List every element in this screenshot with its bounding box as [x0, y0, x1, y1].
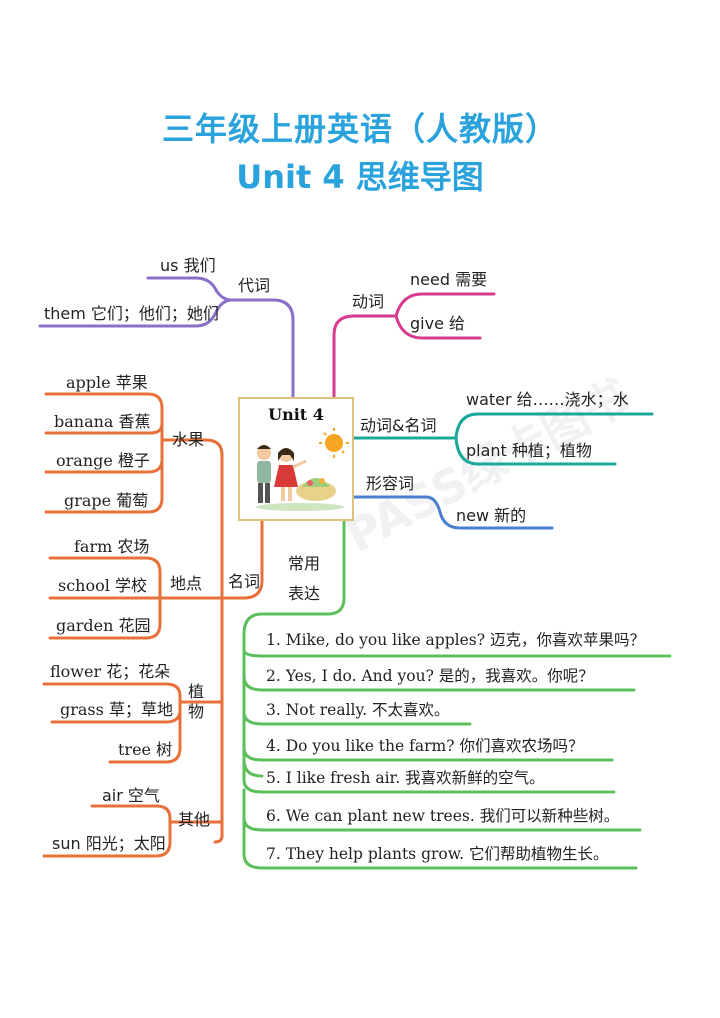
- page-subtitle: Unit 4 思维导图: [236, 158, 484, 196]
- word-tree: tree 树: [118, 740, 173, 759]
- noun-branch-lines: [42, 392, 264, 858]
- center-title: Unit 4: [268, 405, 324, 424]
- expression-5: 5. I like fresh air. 我喜欢新鲜的空气。: [266, 769, 545, 787]
- word-flower: flower 花；花朵: [50, 662, 171, 681]
- subcategory-place: 地点: [170, 574, 203, 593]
- expression-7: 7. They help plants grow. 它们帮助植物生长。: [266, 845, 609, 863]
- expression-6: 6. We can plant new trees. 我们可以新种些树。: [266, 807, 620, 825]
- category-verb: 动词: [352, 292, 385, 311]
- word-school: school 学校: [58, 576, 147, 595]
- expressions-branch-lines: [242, 519, 672, 870]
- category-pronoun: 代词: [238, 276, 271, 295]
- word-garden: garden 花园: [56, 616, 151, 635]
- word-give: give 给: [410, 314, 466, 333]
- word-farm: farm 农场: [74, 537, 150, 556]
- verb-noun-branch-lines: [352, 412, 654, 466]
- subcategory-plant: 植物: [188, 682, 205, 721]
- word-grass: grass 草；草地: [60, 700, 173, 719]
- word-plant: plant 种植；植物: [466, 441, 592, 460]
- category-verb-noun: 动词&名词: [360, 416, 437, 435]
- word-need: need 需要: [410, 270, 488, 289]
- page-title: 三年级上册英语（人教版）: [161, 110, 558, 148]
- expression-2: 2. Yes, I do. And you? 是的，我喜欢。你呢？: [266, 667, 594, 685]
- word-air: air 空气: [102, 786, 160, 805]
- word-water: water 给……浇水；水: [466, 390, 629, 409]
- word-orange: orange 橙子: [56, 451, 150, 470]
- subcategory-fruit: 水果: [172, 430, 205, 449]
- expression-4: 4. Do you like the farm? 你们喜欢农场吗？: [266, 737, 584, 755]
- word-apple: apple 苹果: [66, 373, 148, 392]
- word-grape: grape 葡萄: [64, 491, 149, 510]
- word-new: new 新的: [456, 506, 527, 525]
- word-us: us 我们: [160, 256, 216, 275]
- adjective-branch-lines: [352, 495, 554, 530]
- category-adjective: 形容词: [366, 474, 415, 493]
- category-expressions-line1: 常用: [288, 554, 321, 573]
- expression-1: 1. Mike, do you like apples? 迈克，你喜欢苹果吗？: [266, 631, 645, 649]
- verb-branch-lines: [332, 292, 496, 399]
- children-planting-illustration: [256, 428, 349, 511]
- word-banana: banana 香蕉: [54, 412, 151, 431]
- category-noun: 名词: [228, 572, 261, 591]
- expression-3: 3. Not really. 不太喜欢。: [266, 701, 450, 719]
- pronoun-branch-lines: [38, 276, 295, 399]
- category-expressions-line2: 表达: [288, 584, 321, 603]
- subcategory-other: 其他: [178, 810, 211, 829]
- word-sun: sun 阳光；太阳: [52, 834, 166, 853]
- center-node: Unit 4: [238, 397, 354, 521]
- word-them: them 它们；他们；她们: [44, 304, 219, 323]
